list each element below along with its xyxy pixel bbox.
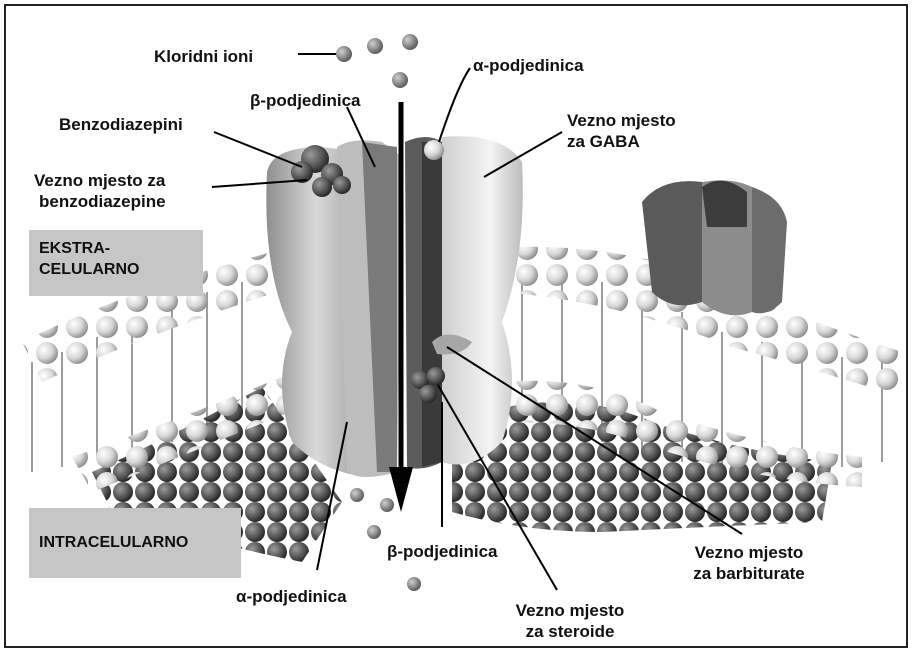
label-barbiturate-site: Vezno mjesto za barbiturate — [669, 542, 829, 584]
label-chloride-ions: Kloridni ioni — [154, 46, 253, 67]
extracellular-line1: EKSTRA- — [39, 238, 193, 259]
label-gaba-site: Vezno mjesto za GABA — [567, 110, 676, 152]
steroid-site-line1: Vezno mjesto — [500, 600, 640, 621]
steroid-site-line2: za steroide — [500, 621, 640, 642]
gaba-a-receptor — [266, 136, 523, 477]
label-benzodiazepine-site: Vezno mjesto za benzodiazepine — [34, 170, 166, 212]
label-beta-subunit-bottom: β-podjedinica — [387, 541, 498, 562]
label-steroid-site: Vezno mjesto za steroide — [500, 600, 640, 642]
gaba-site-line2: za GABA — [567, 131, 676, 152]
extracellular-region-label: EKSTRA- CELULARNO — [29, 230, 203, 296]
intracellular-region-label: INTRACELULARNO — [29, 508, 241, 578]
extracellular-line2: CELULARNO — [39, 259, 193, 280]
barbiturate-site-line1: Vezno mjesto — [669, 542, 829, 563]
secondary-protein — [642, 180, 787, 315]
barbiturate-site-line2: za barbiturate — [669, 563, 829, 584]
intracellular-text: INTRACELULARNO — [39, 532, 231, 553]
label-alpha-subunit-bottom: α-podjedinica — [236, 586, 347, 607]
gaba-site-line1: Vezno mjesto — [567, 110, 676, 131]
benzo-site-line1: Vezno mjesto za — [34, 170, 166, 191]
benzo-site-line2: benzodiazepine — [34, 191, 166, 212]
label-benzodiazepines: Benzodiazepini — [59, 114, 183, 135]
label-beta-subunit-top: β-podjedinica — [250, 90, 361, 111]
label-alpha-subunit-top: α-podjedinica — [473, 55, 584, 76]
diagram-frame: EKSTRA- CELULARNO INTRACELULARNO Kloridn… — [4, 4, 908, 648]
